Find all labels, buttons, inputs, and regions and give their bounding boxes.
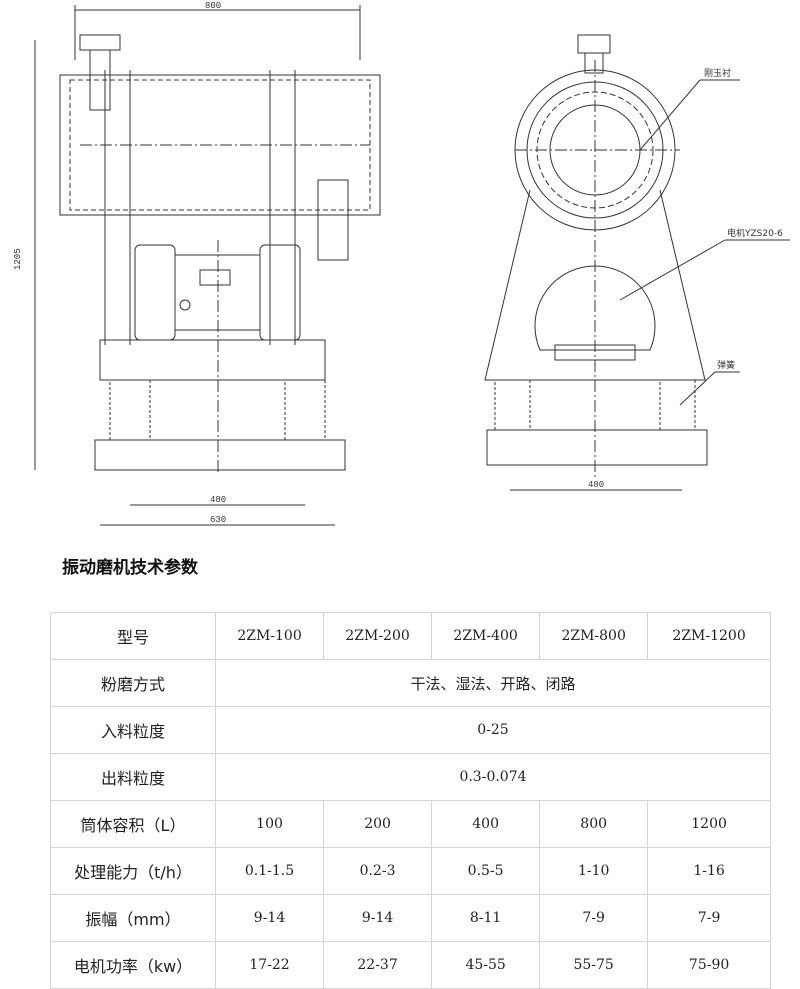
table-cell: 8-11 (431, 894, 541, 942)
table-cell-merged: 干法、湿法、开路、闭路 (215, 659, 771, 707)
callout-motor: 电机YZS20-6 (727, 227, 783, 239)
side-view: 480 刚玉衬 电机YZS20-6 弹簧 (484, 34, 790, 491)
callout-spring: 弹簧 (717, 359, 735, 371)
dim-480-right: 480 (588, 480, 604, 490)
technical-drawing: 800 1205 480 630 480 刚玉衬 电机YZS20-6 (13, 1, 790, 526)
table-cell: 2ZM-100 (214, 612, 325, 660)
row-label: 型号 (50, 612, 216, 660)
row-label: 筒体容积（L） (50, 800, 216, 848)
table-cell: 2ZM-800 (539, 612, 649, 660)
table-cell: 0.2-3 (323, 847, 433, 895)
row-label: 粉磨方式 (50, 659, 216, 707)
dim-800: 800 (205, 1, 221, 11)
dim-480-left: 480 (210, 495, 226, 505)
table-cell: 0.1-1.5 (214, 847, 325, 895)
table-cell: 17-22 (214, 941, 325, 989)
table-cell: 22-37 (323, 941, 433, 989)
row-label: 电机功率（kw） (50, 941, 216, 989)
row-label: 振幅（mm） (50, 894, 216, 942)
callout-lining: 刚玉衬 (704, 67, 731, 79)
table-cell: 2ZM-1200 (647, 612, 771, 660)
table-cell: 9-14 (214, 894, 325, 942)
dim-1205: 1205 (13, 248, 23, 270)
table-cell: 100 (214, 800, 325, 848)
row-label: 入料粒度 (50, 706, 216, 754)
table-cell: 45-55 (431, 941, 541, 989)
table-cell: 2ZM-200 (323, 612, 433, 660)
table-cell: 1-10 (539, 847, 649, 895)
row-label: 出料粒度 (50, 753, 216, 801)
row-label: 处理能力（t/h） (50, 847, 216, 895)
table-cell: 200 (323, 800, 433, 848)
table-cell-merged: 0-25 (215, 706, 771, 754)
table-cell: 400 (431, 800, 541, 848)
table-cell: 1200 (647, 800, 771, 848)
table-cell-merged: 0.3-0.074 (215, 753, 771, 801)
table-cell: 7-9 (539, 894, 649, 942)
dim-630: 630 (210, 515, 226, 525)
table-cell: 800 (539, 800, 649, 848)
table-cell: 7-9 (647, 894, 771, 942)
front-view: 800 1205 480 630 (13, 1, 381, 526)
table-cell: 9-14 (323, 894, 433, 942)
table-cell: 55-75 (539, 941, 649, 989)
table-cell: 1-16 (647, 847, 771, 895)
table-cell: 2ZM-400 (431, 612, 541, 660)
table-row: 粉磨方式干法、湿法、开路、闭路 (50, 659, 771, 707)
table-cell: 0.5-5 (431, 847, 541, 895)
section-title: 振动磨机技术参数 (62, 558, 198, 578)
table-cell: 75-90 (647, 941, 771, 989)
